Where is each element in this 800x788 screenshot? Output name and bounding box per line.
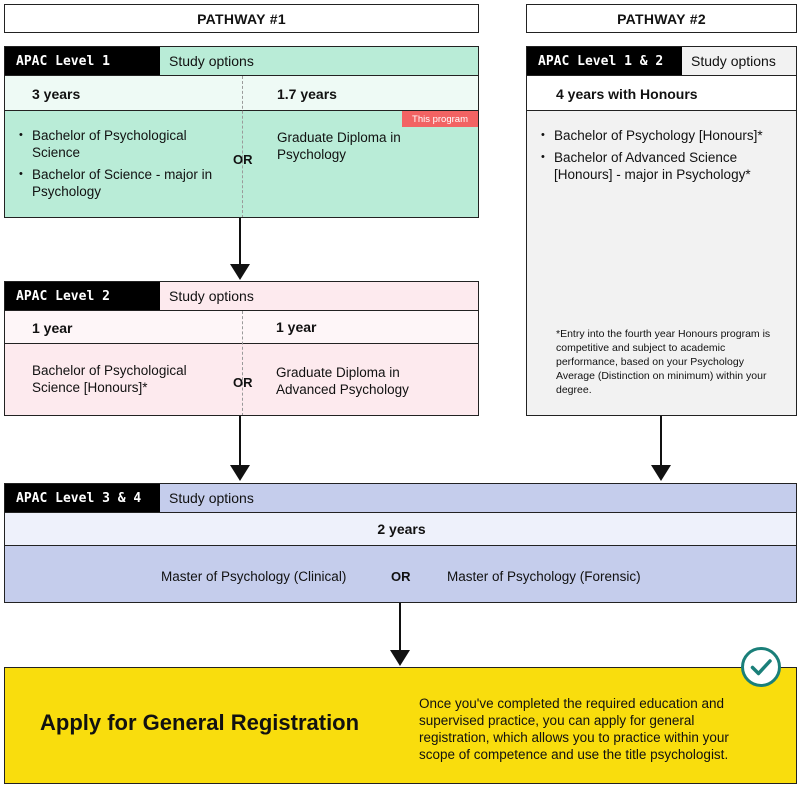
arrow-down-icon <box>239 218 241 266</box>
level12-tag: APAC Level 1 & 2 <box>527 47 682 75</box>
arrow-down-icon <box>399 603 401 651</box>
arrow-down-icon <box>230 264 250 280</box>
level1-options-text: Study options <box>169 53 254 69</box>
level1-left-years: 3 years <box>32 86 81 102</box>
level34-options-label: Study options <box>160 484 796 512</box>
pathway2-label: PATHWAY #2 <box>617 10 706 27</box>
level1-or: OR <box>233 152 253 167</box>
list-item: Bachelor of Advanced Science [Honours] -… <box>541 149 791 183</box>
level12-options-label: Study options <box>682 47 796 75</box>
level2-options-label: Study options <box>160 282 478 310</box>
divider <box>5 310 478 311</box>
list-item: Bachelor of Psychological Science <box>19 127 219 161</box>
pathway1-header: PATHWAY #1 <box>4 4 479 33</box>
divider <box>5 110 478 111</box>
level2-options-text: Study options <box>169 288 254 304</box>
level1-options-label: Study options <box>160 47 478 75</box>
level1-tag-text: APAC Level 1 <box>16 53 110 69</box>
level34-options-text: Study options <box>169 490 254 506</box>
level2-years-row <box>5 311 478 343</box>
level12-box: APAC Level 1 & 2 Study options 4 years w… <box>526 46 797 416</box>
level34-or: OR <box>391 569 411 584</box>
list-item: Bachelor of Science - major in Psycholog… <box>19 166 219 200</box>
level34-tag-text: APAC Level 3 & 4 <box>16 490 142 506</box>
level34-years: 2 years <box>377 521 426 537</box>
level2-tag: APAC Level 2 <box>5 282 160 310</box>
level34-right-text: Master of Psychology (Forensic) <box>447 569 641 584</box>
arrow-down-icon <box>660 416 662 466</box>
level2-or: OR <box>233 375 253 390</box>
level2-right-text: Graduate Diploma in Advanced Psychology <box>276 365 409 397</box>
level1-right-text: Graduate Diploma in Psychology <box>277 130 401 162</box>
level2-box: APAC Level 2 Study options 1 year 1 year… <box>4 281 479 416</box>
arrow-down-icon <box>230 465 250 481</box>
level34-tag: APAC Level 3 & 4 <box>5 484 160 512</box>
arrow-down-icon <box>390 650 410 666</box>
level12-years-row <box>527 76 796 110</box>
level12-options-text: Study options <box>691 53 776 69</box>
list-item: Bachelor of Psychology [Honours]* <box>541 127 791 144</box>
level2-left-years: 1 year <box>32 320 73 336</box>
level1-box: APAC Level 1 Study options 3 years 1.7 y… <box>4 46 479 218</box>
registration-title: Apply for General Registration <box>40 710 360 735</box>
check-circle-icon <box>740 646 782 688</box>
registration-text: Once you've completed the required educa… <box>419 696 729 762</box>
divider <box>5 75 478 76</box>
divider <box>5 512 796 513</box>
level34-left-text: Master of Psychology (Clinical) <box>161 569 347 584</box>
divider <box>242 76 243 217</box>
level1-left-list: Bachelor of Psychological Science Bachel… <box>19 127 219 200</box>
level1-badge-text: This program <box>412 113 468 125</box>
arrow-down-icon <box>239 416 241 466</box>
level1-tag: APAC Level 1 <box>5 47 160 75</box>
level1-badge: This program <box>402 111 478 127</box>
level34-years-row: 2 years <box>5 513 796 545</box>
level12-years: 4 years with Honours <box>556 86 698 102</box>
level2-right-years: 1 year <box>276 319 317 335</box>
divider <box>242 311 243 415</box>
level1-years-row <box>5 76 478 110</box>
divider <box>5 343 478 344</box>
level34-box: APAC Level 3 & 4 Study options 2 years M… <box>4 483 797 603</box>
arrow-down-icon <box>651 465 671 481</box>
divider <box>527 110 796 111</box>
level12-tag-text: APAC Level 1 & 2 <box>538 53 664 69</box>
level2-tag-text: APAC Level 2 <box>16 288 110 304</box>
pathway1-label: PATHWAY #1 <box>197 10 286 27</box>
divider <box>5 545 796 546</box>
registration-box: Apply for General Registration Once you'… <box>4 667 797 784</box>
level2-left-text: Bachelor of Psychological Science [Honou… <box>32 363 187 395</box>
level12-list: Bachelor of Psychology [Honours]* Bachel… <box>541 127 791 183</box>
divider <box>527 75 796 76</box>
pathway2-header: PATHWAY #2 <box>526 4 797 33</box>
level1-right-years: 1.7 years <box>277 86 337 102</box>
level12-footnote: *Entry into the fourth year Honours prog… <box>556 328 771 396</box>
